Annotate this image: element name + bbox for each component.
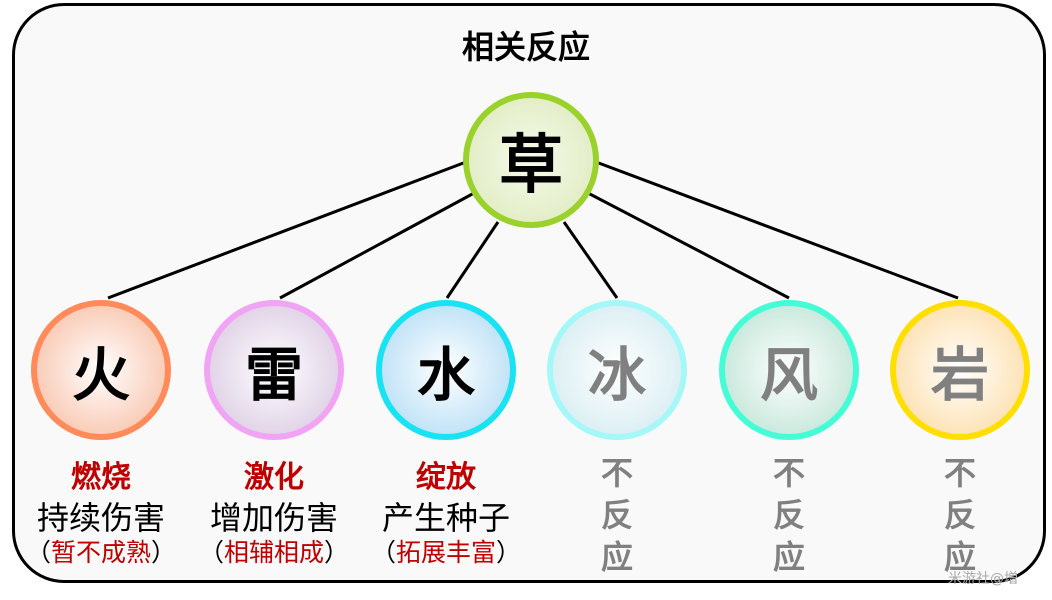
no-reaction-char: 不 [943, 454, 976, 492]
no-reaction-char: 应 [600, 538, 633, 576]
note-note: 相辅相成 [223, 538, 324, 567]
cryo-node: 冰 [547, 300, 687, 440]
note-note-close: ） [324, 538, 350, 567]
connector-electro [279, 190, 477, 300]
geo-no-reaction: 不反应 [940, 452, 980, 578]
anemo-no-reaction: 不反应 [769, 452, 809, 578]
connector-cryo [562, 221, 619, 299]
note-note-close: ） [151, 538, 177, 567]
electro-reaction-note: （相辅相成） [188, 533, 360, 569]
connector-fire [107, 160, 467, 300]
hydro-reaction-name: 绽放 [416, 460, 476, 495]
no-reaction-char: 反 [943, 496, 976, 534]
note-note-open: （ [370, 538, 396, 567]
pyro-reaction-note: （暂不成熟） [15, 533, 187, 569]
anemo-node: 风 [719, 300, 859, 440]
hydro-reaction-effect: 产生种子 [381, 499, 510, 537]
note-note: 暂不成熟 [50, 538, 151, 567]
no-reaction-char: 反 [772, 496, 805, 534]
note-note-open: （ [198, 538, 224, 567]
geo-node: 岩 [890, 300, 1030, 440]
pyro-reaction-effect: 持续伤害 [36, 499, 165, 537]
hydro-reaction-note: （拓展丰富） [360, 533, 532, 569]
note-note: 拓展丰富 [395, 538, 496, 567]
dendro-node: 草 [463, 92, 599, 228]
diagram-title: 相关反应 [461, 28, 590, 66]
connector-geo [595, 160, 959, 300]
no-reaction-char: 应 [943, 538, 976, 576]
no-reaction-char: 应 [772, 538, 805, 576]
electro-reaction-effect: 增加伤害 [209, 499, 338, 537]
note-note-close: ） [496, 538, 522, 567]
cryo-no-reaction: 不反应 [597, 452, 637, 578]
electro-node: 雷 [204, 300, 344, 440]
hydro-node: 水 [376, 300, 516, 440]
electro-reaction-name: 激化 [244, 460, 304, 495]
no-reaction-char: 反 [600, 496, 633, 534]
connector-hydro [445, 221, 500, 299]
pyro-node: 火 [31, 300, 171, 440]
note-note-open: （ [25, 538, 51, 567]
no-reaction-char: 不 [772, 454, 805, 492]
watermark: 米游社@増 [948, 571, 1018, 587]
no-reaction-char: 不 [600, 454, 633, 492]
connector-anemo [585, 190, 790, 300]
pyro-reaction-name: 燃烧 [71, 460, 131, 495]
